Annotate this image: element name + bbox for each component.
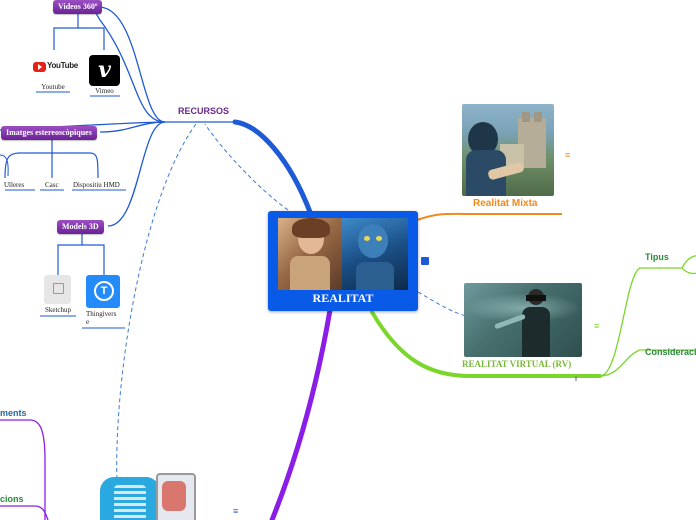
sketchup-label: Sketchup xyxy=(40,306,76,314)
thingiverse-label-line2: e xyxy=(86,318,89,326)
youtube-logo-text: YouTube xyxy=(47,61,78,70)
vimeo-icon[interactable]: v xyxy=(89,55,120,86)
recursos-topic[interactable]: RECURSOS xyxy=(178,106,229,116)
realitat-virtual-note-icon[interactable]: ≡ xyxy=(594,322,599,331)
realitat-mixta-image xyxy=(462,104,554,196)
realitat-mixta-note-icon[interactable]: ≡ xyxy=(565,151,570,160)
imatges-item-ulleres[interactable]: Ulleres xyxy=(4,181,24,189)
rv-tipus-topic[interactable]: Tipus xyxy=(645,252,669,262)
realitat-mixta-topic[interactable]: Realitat Mixta xyxy=(473,198,537,209)
realitat-virtual-image xyxy=(464,283,582,357)
central-topic-label: REALITAT xyxy=(268,291,418,306)
central-topic[interactable]: REALITAT xyxy=(268,211,418,311)
thingiverse-label-line1: Thingivers xyxy=(86,310,116,318)
videos360-topic[interactable]: Videos 360º xyxy=(53,0,102,14)
imatges-topic[interactable]: Imatges estereoscòpiques xyxy=(1,126,97,140)
youtube-label: Youtube xyxy=(35,83,71,91)
imatges-item-casc[interactable]: Casc xyxy=(45,181,59,189)
bottom-note-icon[interactable]: ≡ xyxy=(233,507,238,516)
left-partial-topic-bottom[interactable]: cions xyxy=(0,494,24,504)
central-note-icon[interactable] xyxy=(421,257,429,265)
sketchup-icon[interactable] xyxy=(44,275,71,304)
youtube-icon[interactable]: YouTube xyxy=(33,58,75,78)
vimeo-label: Vimeo xyxy=(89,87,120,95)
realitat-virtual-topic[interactable]: REALITAT VIRTUAL (RV) xyxy=(462,359,571,369)
central-image xyxy=(278,218,408,290)
imatges-item-hmd[interactable]: Dispositiu HMD xyxy=(73,181,120,189)
models3d-topic[interactable]: Models 3D xyxy=(57,220,104,234)
rv-consideracions-topic[interactable]: Consideraci xyxy=(645,347,696,357)
thingiverse-icon[interactable]: T xyxy=(86,275,120,308)
ar-tshirt-image xyxy=(100,467,200,520)
left-partial-topic-top[interactable]: ments xyxy=(0,408,27,418)
